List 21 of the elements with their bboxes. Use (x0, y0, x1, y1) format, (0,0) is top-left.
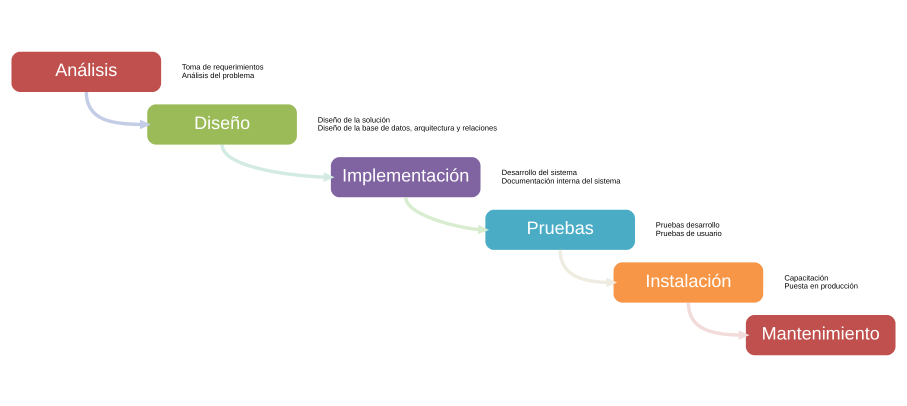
node-label: Pruebas de usuario (656, 228, 722, 238)
node-label: Diseño de la base de datos, arquitectura y relaciones (318, 123, 498, 132)
node-box: Pruebas (485, 209, 636, 250)
arrow (404, 196, 489, 234)
arrow (686, 302, 750, 340)
arrow (220, 144, 334, 182)
node-label: Análisis del problema (182, 70, 254, 80)
node-label: Diseño de la solución (318, 114, 390, 124)
node-box: Análisis (11, 51, 162, 92)
node-box: Diseño (147, 104, 297, 144)
node-label: Pruebas desarrollo (656, 220, 720, 230)
node-label: Puesta en producción (784, 281, 858, 290)
node-box: Instalación (614, 262, 764, 302)
node-label: Desarrollo del sistema (502, 167, 577, 176)
node-label: Documentación interna del sistema (502, 176, 621, 185)
arrow (84, 91, 151, 129)
node-label: Capacitación (784, 272, 828, 282)
node-box: Mantenimiento (746, 314, 896, 355)
node-box: Implementación (330, 156, 481, 197)
arrow (558, 249, 618, 287)
node-label: Toma de requerimientos (182, 62, 264, 72)
